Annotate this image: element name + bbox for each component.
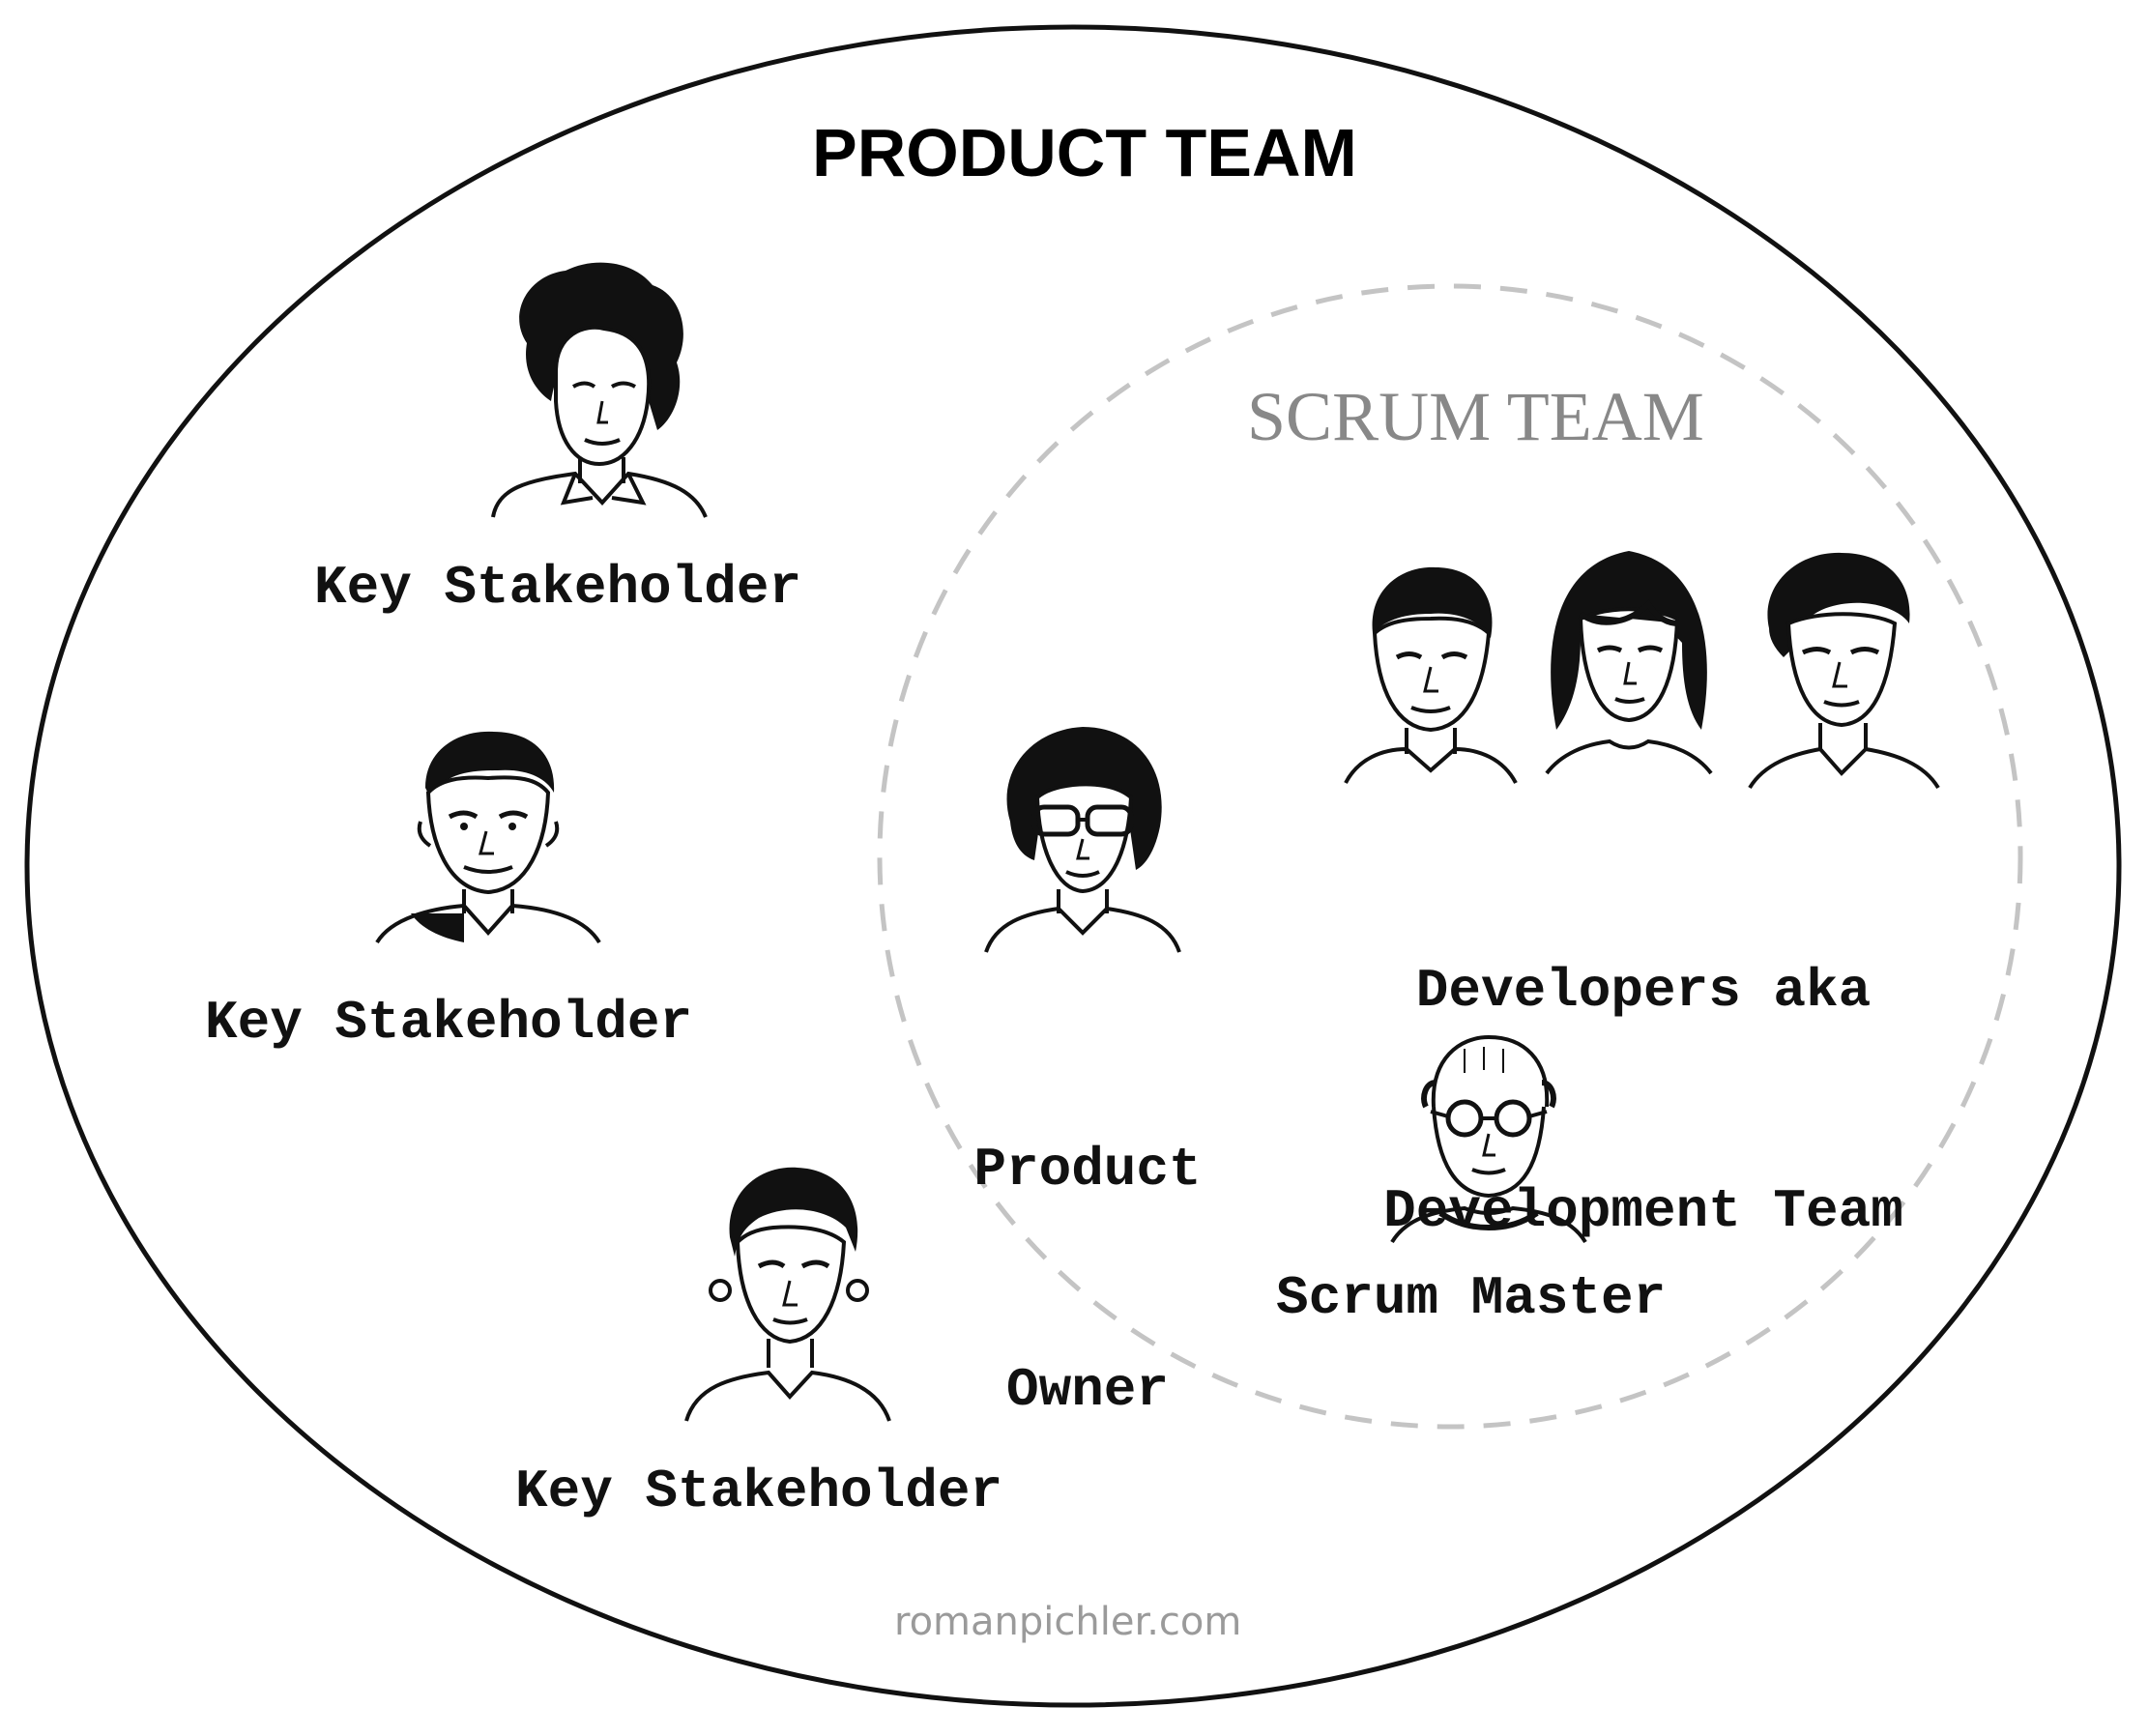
- stakeholder-portrait-icon: [682, 1160, 894, 1426]
- scrum-master-portrait-icon: [1387, 1029, 1590, 1247]
- product-owner-label-line1: Product: [973, 1139, 1202, 1201]
- credit-text: romanpichler.com: [894, 1600, 1242, 1644]
- scrum-master-label: Scrum Master: [1276, 1267, 1667, 1329]
- stakeholder-portrait-icon: [488, 256, 711, 522]
- stakeholder-label: Key Stakeholder: [314, 557, 802, 619]
- product-owner-label-line2: Owner: [1005, 1359, 1170, 1421]
- stakeholder-label: Key Stakeholder: [515, 1461, 1003, 1522]
- scrum-team-boundary: [877, 283, 2023, 1430]
- stakeholder-label: Key Stakeholder: [205, 992, 693, 1054]
- developers-label-line1: Developers aka: [1415, 960, 1872, 1022]
- product-owner-label: Product Owner: [947, 986, 1228, 1500]
- stakeholder-portrait-icon: [372, 720, 604, 952]
- product-team-title: PRODUCT TEAM: [812, 115, 1357, 190]
- developer-portrait-icon: [1344, 556, 1518, 788]
- product-team-boundary: [24, 24, 2122, 1708]
- developer-portrait-icon: [1745, 541, 1943, 793]
- developer-portrait-icon: [1542, 536, 1716, 778]
- product-owner-portrait-icon: [981, 715, 1184, 957]
- scrum-team-title: SCRUM TEAM: [1247, 378, 1704, 455]
